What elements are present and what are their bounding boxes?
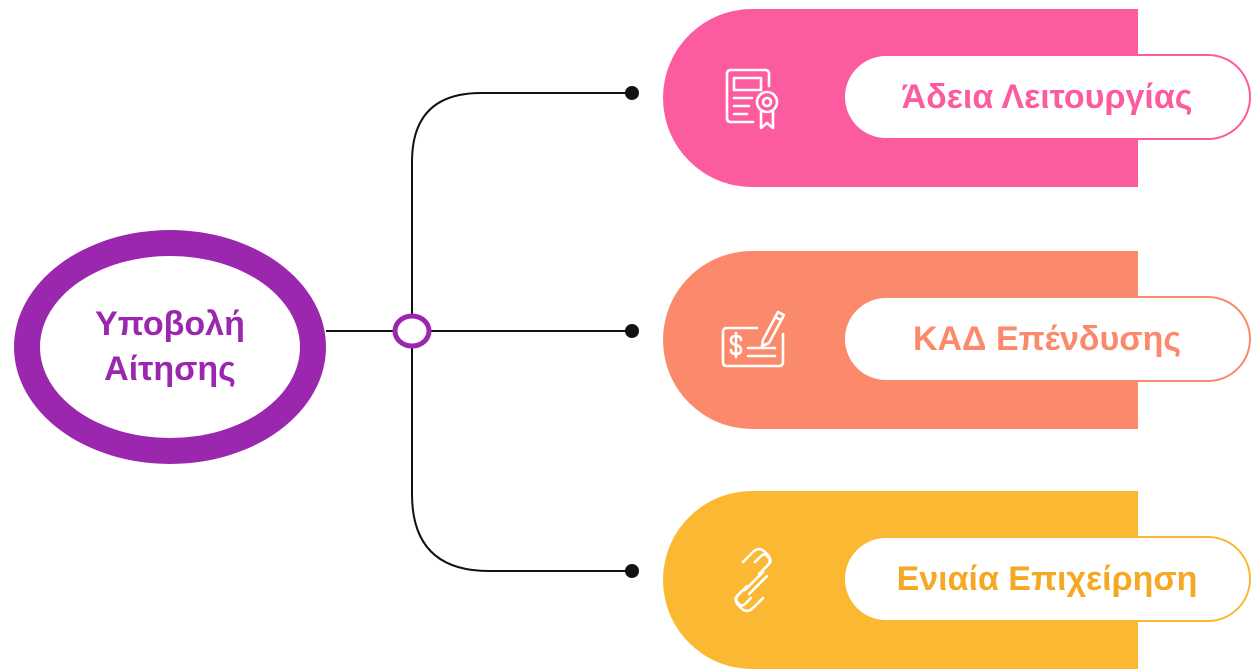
connector-to-branch-1: [411, 92, 632, 331]
branch-1-label: Άδεια Λειτουργίας: [901, 77, 1193, 116]
branch-1-label-pill: Άδεια Λειτουργίας: [843, 54, 1251, 140]
branch-2-label: ΚΑΔ Επένδυσης: [912, 319, 1182, 358]
certificate-document-icon: [717, 62, 789, 134]
branch-1-endpoint-dot: [625, 86, 639, 100]
branch-3: Ενιαία Επιχείρηση: [663, 491, 1251, 669]
branch-3-endpoint-dot: [625, 564, 639, 578]
junction-node: [392, 313, 432, 349]
branch-1: Άδεια Λειτουργίας: [663, 9, 1251, 187]
chain-link-icon: [717, 544, 789, 616]
connector-to-branch-3: [411, 331, 632, 572]
branch-2-label-pill: ΚΑΔ Επένδυσης: [843, 296, 1251, 382]
branch-2: ΚΑΔ Επένδυσης: [663, 251, 1251, 429]
branch-2-endpoint-dot: [625, 324, 639, 338]
branch-3-label-pill: Ενιαία Επιχείρηση: [843, 536, 1251, 622]
root-node: Υποβολή Αίτησης: [14, 230, 326, 464]
branch-3-label: Ενιαία Επιχείρηση: [896, 559, 1198, 598]
root-label: Υποβολή Αίτησης: [95, 304, 245, 388]
signed-check-icon: [717, 304, 789, 376]
